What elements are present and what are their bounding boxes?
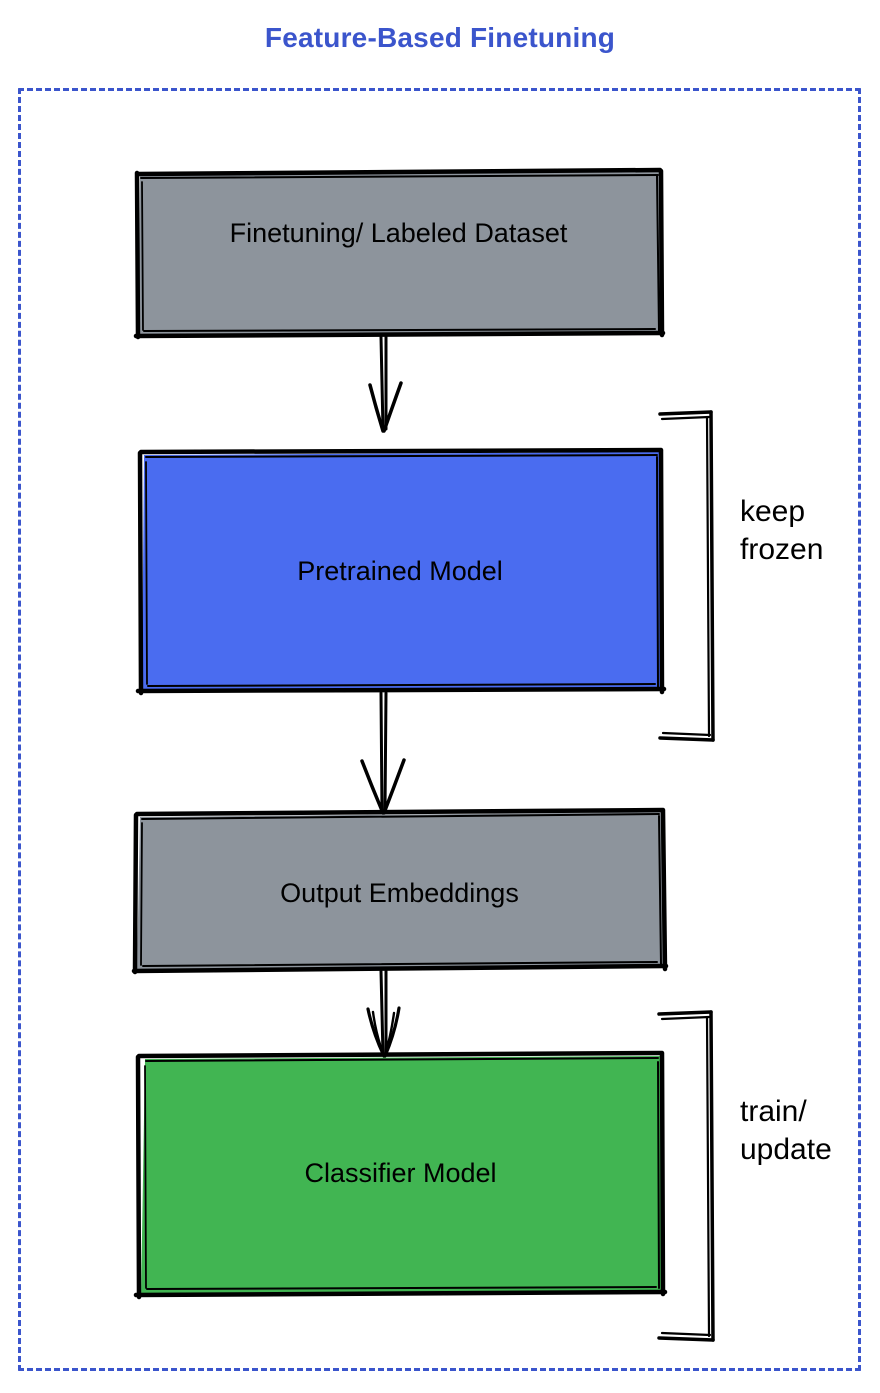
annotation-keep-frozen: keep frozen — [740, 495, 824, 567]
node-label-classifier: Classifier Model — [304, 1158, 497, 1188]
annotation-train-update: train/ update — [740, 1095, 832, 1167]
node-label-dataset: Finetuning/ Labeled Dataset — [229, 218, 568, 248]
page-title: Feature-Based Finetuning — [264, 22, 616, 53]
node-label-embeddings: Output Embeddings — [280, 878, 519, 908]
dashed-outer-frame — [18, 88, 861, 1371]
node-label-pretrained: Pretrained Model — [297, 556, 503, 586]
